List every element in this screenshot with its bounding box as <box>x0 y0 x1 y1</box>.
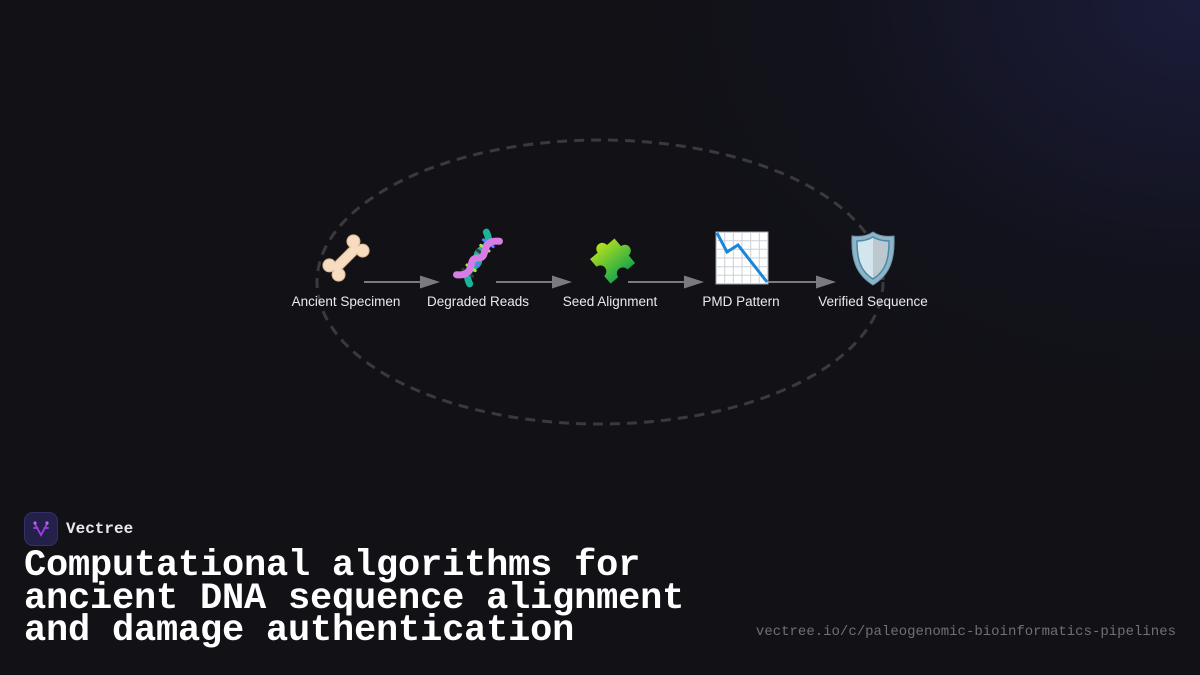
node-seed-alignment: Seed Alignment <box>530 228 690 309</box>
node-ancient-specimen: Ancient Specimen <box>266 228 426 309</box>
title-line: ancient DNA sequence alignment <box>24 577 685 620</box>
arrow-head <box>420 275 440 289</box>
arrow-head <box>816 275 836 289</box>
node-pmd-pattern: PMD Pattern <box>661 228 821 309</box>
node-label: Verified Sequence <box>818 294 928 309</box>
vectree-logo-icon <box>24 512 58 546</box>
node-label: Ancient Specimen <box>291 294 401 309</box>
puzzle-piece-icon <box>590 238 636 284</box>
dna-icon <box>453 228 503 288</box>
bone-icon <box>322 234 370 282</box>
node-label: PMD Pattern <box>702 294 780 309</box>
brand: Vectree <box>24 512 133 546</box>
chart-decreasing-icon <box>715 231 769 285</box>
title-line: and damage authentication <box>24 610 575 652</box>
node-label: Degraded Reads <box>426 294 530 309</box>
node-label: Seed Alignment <box>562 294 658 309</box>
arrow-head <box>552 275 572 289</box>
title-line: Computational algorithms for <box>24 545 641 587</box>
source-url[interactable]: vectree.io/c/paleogenomic-bioinformatics… <box>755 624 1176 640</box>
shield-icon <box>851 231 895 286</box>
node-degraded-reads: Degraded Reads <box>398 228 558 309</box>
brand-name: Vectree <box>66 520 134 538</box>
arrow-head <box>684 275 704 289</box>
page-title: Computational algorithms for ancient DNA… <box>24 548 685 650</box>
node-verified-sequence: Verified Sequence <box>793 228 953 309</box>
